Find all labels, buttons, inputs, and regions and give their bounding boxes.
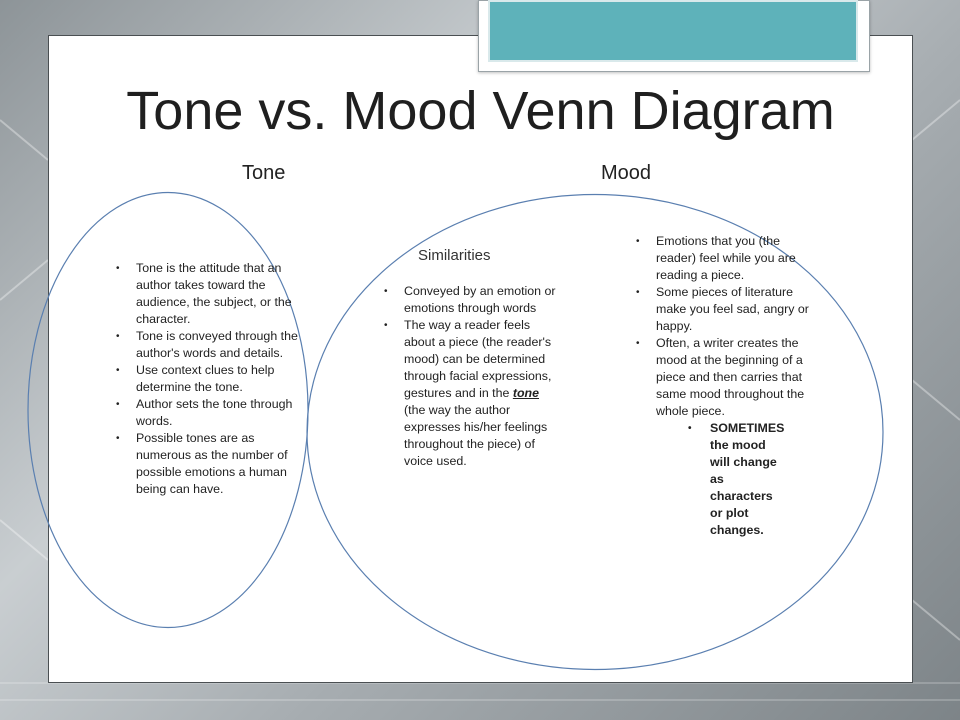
tone-emphasis: tone: [512, 386, 540, 400]
list-item: Use context clues to help determine the …: [116, 362, 308, 396]
list-item: Author sets the tone through words.: [116, 396, 308, 430]
similarities-heading: Similarities: [418, 247, 491, 264]
mood-circle-label: Mood: [601, 162, 652, 184]
slide-title: Tone vs. Mood Venn Diagram: [126, 81, 835, 141]
similarity-text-start: The way a reader feels about a piece (th…: [404, 318, 552, 400]
similarity-points: Conveyed by an emotion or emotions throu…: [384, 283, 556, 470]
list-item: Tone is conveyed through the author's wo…: [116, 328, 308, 362]
mood-points: Emotions that you (the reader) feel whil…: [636, 233, 814, 539]
list-item: SOMETIMES the mood will change as charac…: [678, 420, 788, 539]
similarity-text-end: (the way the author expresses his/her fe…: [404, 403, 548, 468]
list-item: Tone is the attitude that an author take…: [116, 260, 308, 328]
header-tab-accent: [488, 0, 858, 62]
tone-points: Tone is the attitude that an author take…: [116, 260, 308, 498]
list-item: Possible tones are as numerous as the nu…: [116, 430, 308, 498]
list-item: The way a reader feels about a piece (th…: [384, 317, 556, 470]
list-item: Conveyed by an emotion or emotions throu…: [384, 283, 556, 317]
list-item: Some pieces of literature make you feel …: [636, 284, 814, 335]
list-item: Often, a writer creates the mood at the …: [636, 335, 814, 420]
list-item: Emotions that you (the reader) feel whil…: [636, 233, 814, 284]
tone-circle-label: Tone: [242, 162, 286, 184]
